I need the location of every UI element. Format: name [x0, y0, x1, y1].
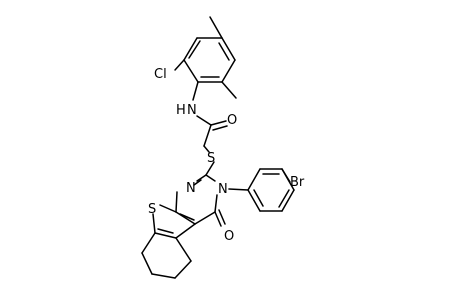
methyl-right-bond	[221, 81, 237, 99]
carbonyl-ring-bond-2	[218, 209, 226, 225]
bond	[159, 204, 177, 213]
n-aryl-bond	[228, 188, 249, 191]
bond	[152, 213, 156, 234]
bond	[247, 189, 261, 212]
bond	[253, 189, 264, 207]
bond	[218, 42, 230, 61]
bond	[174, 260, 192, 279]
n-carbonyl-bond	[196, 115, 212, 126]
aryl-ring	[174, 16, 237, 99]
methyl-top-bond	[209, 16, 223, 39]
ring-oxygen-label: O	[224, 229, 234, 244]
ring-nitrogen-substituted-label: N	[218, 182, 228, 197]
thiophene-cyclohexane	[141, 204, 196, 279]
bromine-atom-label: Br	[290, 175, 305, 190]
n-aryl-bond	[192, 81, 199, 101]
bromo-bond	[281, 168, 291, 183]
bond	[221, 59, 236, 83]
bond	[175, 237, 192, 262]
bond	[157, 228, 174, 234]
bond	[247, 168, 261, 191]
bond	[179, 213, 195, 221]
bond	[188, 40, 201, 59]
carbonyl-o-bond-2	[212, 125, 228, 131]
bond	[194, 211, 216, 225]
bond	[151, 273, 176, 279]
amide-oxygen-label: O	[227, 113, 237, 128]
bond	[183, 37, 198, 61]
bond	[175, 211, 196, 225]
bond	[141, 252, 153, 275]
bond	[183, 59, 199, 83]
bond	[175, 223, 196, 239]
bond	[141, 232, 156, 254]
bond	[214, 194, 218, 213]
bond	[193, 179, 202, 186]
amide-hydrogen-label: H	[176, 103, 186, 118]
thioether-sulfur-label: S	[207, 151, 215, 166]
bond	[205, 174, 216, 182]
ch2-s-bond	[203, 145, 210, 153]
bond	[175, 191, 178, 213]
bromophenyl-ring	[228, 168, 295, 212]
chlorine-atom-label: Cl	[154, 67, 167, 82]
bond	[221, 37, 236, 61]
bond	[154, 232, 177, 239]
bond	[278, 189, 290, 208]
chloro-bond	[174, 59, 185, 71]
carbonyl-ring-bond	[214, 211, 222, 227]
pyrimidinone-ring	[175, 174, 226, 227]
bond	[281, 189, 295, 212]
s-c2-bond	[205, 161, 215, 176]
ring-nitrogen-label: N	[186, 181, 196, 196]
amide-linker	[192, 81, 228, 176]
amide-nitrogen-label: N	[187, 103, 197, 118]
thiophene-sulfur-label: S	[148, 202, 156, 217]
carbonyl-ch2-bond	[203, 124, 212, 147]
bond	[196, 174, 207, 182]
carbonyl-o-bond	[210, 120, 227, 126]
